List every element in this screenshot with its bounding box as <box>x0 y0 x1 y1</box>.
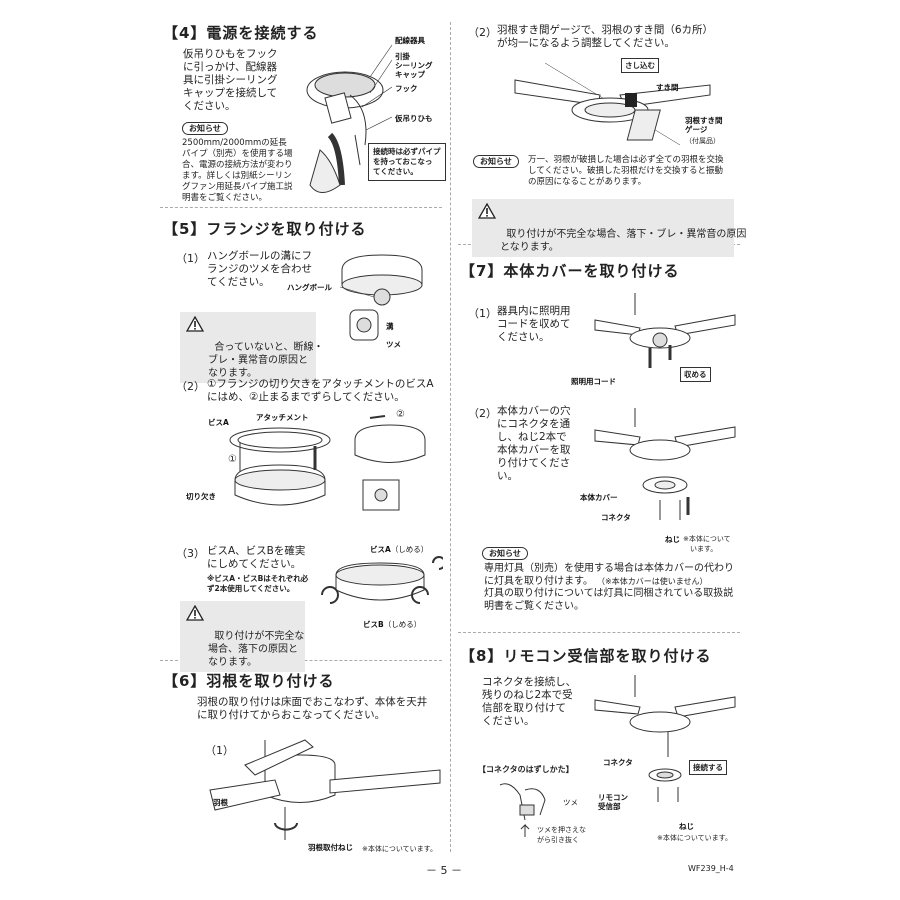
neji-note: ※本体について います。 <box>683 535 731 553</box>
power-connection-illustration <box>306 44 393 193</box>
label-hook: フック <box>395 84 418 93</box>
cover-illustration <box>594 408 736 520</box>
label-connect: 接続する <box>689 760 727 775</box>
column-divider <box>450 22 451 852</box>
s5-step1-warning: 合っていないと、断線・ ブレ・異常音の原因と なります。 <box>180 312 323 383</box>
section-5-title: 【5】フランジを取り付ける <box>163 220 367 238</box>
page-number: － 5 － <box>426 864 462 877</box>
label-neji-2: ねじ <box>679 822 694 831</box>
label-neji: ねじ <box>665 535 680 544</box>
connector-removal-illustration <box>499 783 546 837</box>
label-mizo: 溝 <box>386 322 394 331</box>
step-number: （1） <box>468 307 497 320</box>
label-bisuB: ビスB（しめる） <box>363 620 422 629</box>
label-hane: 羽根 <box>213 798 228 807</box>
blade-gap-illustration <box>514 62 711 146</box>
screws-illustration <box>321 556 443 604</box>
notice-badge: お知らせ <box>473 155 519 168</box>
notice-badge: お知らせ <box>482 547 528 560</box>
circle-1: ① <box>228 454 237 465</box>
label-bisuA-2: ビスA（しめる） <box>370 545 429 554</box>
warning-text: 合っていないと、断線・ ブレ・異常音の原因と なります。 <box>208 342 324 379</box>
step-number: （2） <box>468 407 497 420</box>
s5-step1-text: ハングボールの溝にフ ランジのツメを合わせ てください。 <box>207 250 312 288</box>
warning-icon <box>186 605 204 621</box>
section-4-title: 【4】電源を接続する <box>163 24 319 42</box>
connector-title: 【コネクタのはずしかた】 <box>478 765 574 774</box>
label-hangball: ハングボール <box>287 283 332 292</box>
notice-text: 2500mm/2000mmの延長 パイプ（別売）を使用する場 合、電源の接続方法… <box>182 138 293 203</box>
label-kirikaki: 切り欠き <box>186 492 216 501</box>
label-screw: 羽根取付ねじ <box>308 843 353 852</box>
label-sukima: すき間 <box>656 83 679 92</box>
label-bisuA: ビスA <box>208 418 229 427</box>
s7-notice-text1b: （※本体カバーは使いません） <box>597 577 708 586</box>
s6-notice-text: 万一、羽根が破損した場合は必ず全ての羽根を交換 してください。破損した羽根だけを… <box>528 155 724 187</box>
section-8-text: コネクタを接続し、 残りのねじ2本で受 信部を取り付けて ください。 <box>482 676 577 727</box>
s5-step3-warning: 取り付けが不完全な 場合、落下の原因と なります。 <box>180 601 305 672</box>
label-connector: コネクタ <box>601 513 631 522</box>
section-4-text: 仮吊りひもをフック に引っかけ、配線器 具に引掛シーリング キャップを接続して … <box>183 48 278 112</box>
cord-illustration <box>594 293 736 368</box>
s6-step2-text: 羽根すき間ゲージで、羽根のすき間（6カ所） が均一になるよう調整してください。 <box>497 24 714 49</box>
warning-icon <box>186 316 204 332</box>
label-cord: 照明用コード <box>571 377 616 386</box>
label-osameru: 収める <box>680 367 711 382</box>
label-tsume-2: ツメ <box>563 798 578 807</box>
warning-text: 取り付けが不完全な場合、落下・ブレ・異常音の原因 となります。 <box>500 229 747 253</box>
screw-note: ※本体についています。 <box>362 845 437 853</box>
divider <box>458 632 740 633</box>
s5-step3-text: ビスA、ビスBを確実 にしめてください。 <box>207 545 306 570</box>
s7-notice-text2: 灯具の取り付けについては灯具に同梱されている取扱説 明書をご覧ください。 <box>484 588 734 612</box>
divider <box>160 207 442 208</box>
circle-2: ② <box>396 409 405 420</box>
section-8-title: 【8】リモコン受信部を取り付ける <box>460 647 712 665</box>
flange-hangball-illustration <box>339 254 423 341</box>
label-sashikomu: さし込む <box>621 58 659 73</box>
flange-attachment-illustration <box>229 415 426 511</box>
label-hikkake: 引掛 シーリング キャップ <box>395 52 433 79</box>
label-receiver: リモコン 受信部 <box>598 793 628 811</box>
section-6-title: 【6】羽根を取り付ける <box>163 672 335 690</box>
label-tsume: ツメ <box>386 340 401 349</box>
pipe-note-box: 接続時は必ずパイプ を持っておこなっ てください。 <box>368 143 446 181</box>
s7-notice-text1: 専用灯具（別売）を使用する場合は本体カバーの代わり に灯具を取り付けます。 <box>484 563 734 587</box>
warning-icon <box>478 203 496 219</box>
label-gauge: 羽根すき間 ゲージ <box>685 116 723 134</box>
label-connector-2: コネクタ <box>603 758 633 767</box>
neji-note-2: ※本体についています。 <box>657 834 732 842</box>
receiver-illustration <box>594 675 736 802</box>
section-7-title: 【7】本体カバーを取り付ける <box>460 262 680 280</box>
label-push: ツメを押さえな がら引き抜く <box>537 826 586 844</box>
step-number: （3） <box>176 547 205 560</box>
s5-step3-note: ※ビスA・ビスBはそれぞれ必 ず2本使用してください。 <box>207 574 309 593</box>
s7-step2-text: 本体カバーの穴 にコネクタを通 し、ねじ2本で 本体カバーを取 り付けてくださ … <box>497 405 571 482</box>
step-number: （1） <box>176 252 205 265</box>
label-karitsuri: 仮吊りひも <box>395 114 433 123</box>
label-gauge-sub: （付属品） <box>685 137 720 145</box>
step-number: （2） <box>468 26 497 39</box>
step-number: （1） <box>205 744 234 757</box>
doc-code: WF239_H-4 <box>688 864 734 873</box>
warning-text: 取り付けが不完全な 場合、落下の原因と なります。 <box>208 631 305 668</box>
s6-warning: 取り付けが不完全な場合、落下・ブレ・異常音の原因 となります。 <box>472 199 746 257</box>
s5-step2-text: ①フランジの切り欠きをアタッチメントのビスA にはめ、②止まるまでずらしてくださ… <box>207 378 434 403</box>
notice-badge: お知らせ <box>182 122 228 135</box>
label-cover: 本体カバー <box>580 493 618 502</box>
blade-attach-illustration <box>209 739 441 840</box>
label-attachment: アタッチメント <box>256 413 309 422</box>
section-6-text: 羽根の取り付けは床面でおこなわず、本体を天井 に取り付けてからおこなってください… <box>197 696 428 721</box>
s7-step1-text: 器具内に照明用 コードを収めて ください。 <box>497 305 571 343</box>
label-haisen: 配線器具 <box>395 36 425 45</box>
step-number: （2） <box>176 380 205 393</box>
